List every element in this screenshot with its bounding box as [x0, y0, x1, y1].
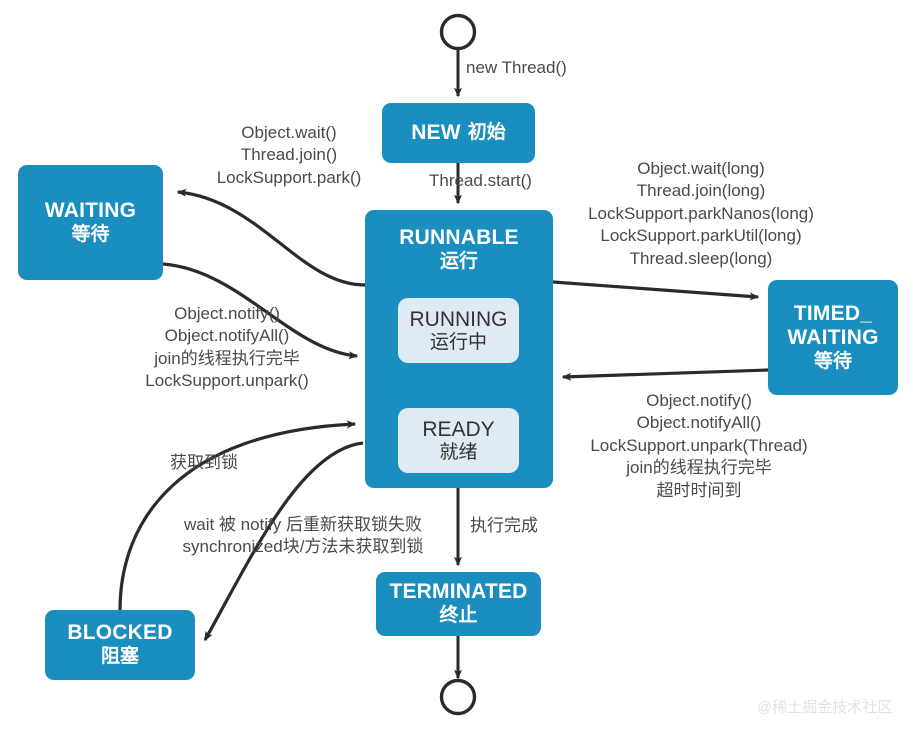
substate-running[interactable]: RUNNING 运行中: [398, 298, 519, 363]
state-new[interactable]: NEW 初始: [382, 103, 535, 163]
label-new-thread: new Thread(): [466, 58, 567, 77]
state-runnable-label-en: RUNNABLE: [399, 226, 519, 249]
state-new-label-en: NEW: [411, 120, 461, 144]
label-execution-done: 执行完成: [470, 516, 538, 535]
state-blocked-label-cn: 阻塞: [100, 646, 139, 668]
label-from-timed-waiting: Object.notify() Object.notifyAll() LockS…: [590, 391, 808, 500]
state-waiting-label-cn: 等待: [71, 223, 110, 245]
start-node-circle: [439, 13, 477, 51]
state-blocked[interactable]: BLOCKED 阻塞: [45, 610, 195, 680]
state-terminated-label-cn: 终止: [439, 605, 478, 627]
edge-runnable-to-waiting: [176, 188, 366, 287]
end-node-circle: [439, 678, 477, 716]
label-to-waiting: Object.wait() Thread.join() LockSupport.…: [216, 123, 362, 187]
label-from-waiting: Object.notify() Object.notifyAll() join的…: [145, 304, 309, 391]
label-lock-acquired: 获取到锁: [170, 453, 238, 472]
edge-waiting-to-runnable: [162, 262, 359, 360]
substate-ready-label-en: READY: [422, 417, 495, 441]
state-timed-waiting-label-en: TIMED_ WAITING: [787, 301, 879, 350]
edge-runnable-to-blocked: [203, 441, 364, 642]
label-to-blocked: wait 被 notify 后重新获取锁失败 synchronized块/方法未…: [182, 515, 424, 557]
label-thread-start: Thread.start(): [429, 171, 532, 190]
state-new-label-cn: 初始: [467, 121, 506, 143]
substate-ready-label-cn: 就绪: [439, 441, 478, 463]
state-timed-waiting[interactable]: TIMED_ WAITING 等待: [768, 280, 898, 395]
watermark: @稀土掘金技术社区: [757, 699, 893, 716]
state-waiting-label-en: WAITING: [44, 198, 137, 222]
edge-runnable-to-timed-waiting: [552, 280, 760, 301]
state-timed-waiting-label-cn: 等待: [813, 351, 852, 373]
substate-running-label-en: RUNNING: [409, 307, 508, 331]
substate-running-label-cn: 运行中: [429, 331, 487, 353]
edge-blocked-to-runnable: [118, 420, 357, 611]
state-waiting[interactable]: WAITING 等待: [18, 165, 163, 280]
label-to-timed-waiting: Object.wait(long) Thread.join(long) Lock…: [588, 159, 814, 268]
state-blocked-label-en: BLOCKED: [67, 621, 173, 645]
state-terminated[interactable]: TERMINATED 终止: [376, 572, 541, 636]
state-terminated-label-en: TERMINATED: [389, 580, 528, 604]
state-runnable-label-cn: 运行: [439, 250, 478, 272]
edge-timed-waiting-to-runnable: [561, 368, 769, 381]
substate-ready[interactable]: READY 就绪: [398, 408, 519, 473]
